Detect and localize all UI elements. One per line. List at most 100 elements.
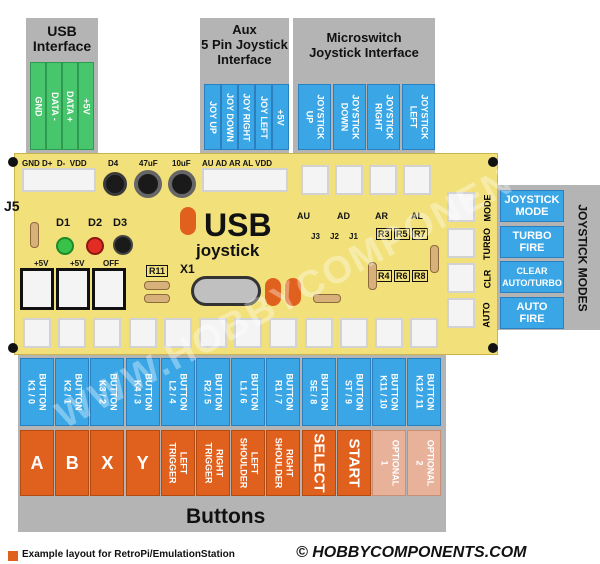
side-label-3: AUTO: [478, 299, 496, 331]
button-pin-9-text: BUTTON ST / 9: [343, 373, 365, 411]
button-map-4-text: LEFT TRIGGER: [167, 442, 189, 484]
c47-label: 47uF: [139, 159, 158, 168]
usb-pin-0-text: GND: [33, 96, 44, 116]
side-label-1-text: TURBO: [482, 227, 492, 260]
button-map-1-text: B: [65, 453, 79, 473]
au-label: AU: [297, 211, 310, 221]
r8-label: R8: [412, 270, 428, 282]
micro-connector-left: [403, 165, 431, 195]
button-pin-0-text: BUTTON K1 / 0: [27, 373, 48, 411]
resistor-right-1: [368, 262, 377, 290]
d3-label: D3: [113, 217, 128, 229]
aux-header-label: AU AD AR AL VDD: [202, 159, 273, 168]
joystick-modes-header: JOYSTICK MODES: [576, 203, 591, 312]
aux-pin-3: JOY LEFT: [255, 84, 272, 150]
button-connector-0: [23, 318, 51, 348]
micro-pin-1: JOYSTICK DOWN: [332, 84, 366, 150]
resistor-r11-a: [144, 281, 170, 290]
resistor-r11-b: [144, 294, 170, 303]
resistor-right-2: [430, 245, 439, 273]
usb-pin-2: DATA +: [62, 62, 78, 150]
aux-interface-header: Aux 5 Pin Joystick Interface: [201, 22, 288, 67]
legend-swatch: [8, 551, 18, 561]
mount-hole-tl: [8, 157, 18, 167]
usb-header-label: GND D+ D- VDD: [22, 159, 87, 168]
aux-pin-0: JOY UP: [204, 84, 221, 150]
button-map-3: Y: [125, 430, 160, 496]
side-label-3-text: AUTO: [482, 301, 492, 328]
d2-label: D2: [88, 217, 103, 229]
r11-label: R11: [146, 265, 169, 277]
capacitor-47uf: [134, 170, 162, 198]
usb-connector: [22, 168, 96, 192]
button-map-9-text: START: [345, 438, 363, 488]
button-map-0-text: A: [30, 453, 44, 473]
brand-text: © HOBBYCOMPONENTS.COM: [296, 544, 527, 561]
micro-pin-2: JOYSTICK RIGHT: [367, 84, 400, 150]
button-connector-8: [304, 318, 333, 348]
p5v-label-1: +5V: [34, 259, 49, 268]
mode-box-2: CLEAR AUTO/TURBO: [500, 261, 564, 293]
button-map-5-text: RIGHT TRIGGER: [203, 442, 225, 484]
mode-connector-3: [447, 263, 475, 293]
ad-label: AD: [337, 211, 350, 221]
resistor-top-1: [180, 207, 196, 235]
micro-pin-0-text: JOYSTICK UP: [304, 94, 326, 140]
button-connector-10: [375, 318, 403, 348]
button-connector-11: [410, 318, 439, 348]
micro-pin-3-text: JOYSTICK LEFT: [408, 94, 430, 140]
al-label: AL: [411, 211, 423, 221]
button-connector-5: [199, 318, 227, 348]
mount-hole-br: [488, 343, 498, 353]
button-pin-4: BUTTON L2 / 4: [160, 358, 195, 426]
button-map-7-text: RIGHT SHOULDER: [273, 437, 295, 489]
button-pin-9: BUTTON ST / 9: [336, 358, 371, 426]
mode-connector-2: [447, 228, 475, 258]
micro-connector-down: [335, 165, 363, 195]
button-connector-6: [234, 318, 263, 348]
d1-label: D1: [56, 217, 71, 229]
usb-pin-1-text: DATA -: [49, 91, 60, 121]
button-map-3-text: Y: [136, 453, 149, 473]
diode-d3: [113, 235, 133, 255]
button-pin-11: BUTTON K12 / 11: [407, 358, 442, 426]
button-pin-2: BUTTON K3 / 2: [90, 358, 125, 426]
button-map-2-text: X: [101, 453, 114, 473]
button-pin-5: BUTTON R2 / 5: [196, 358, 230, 426]
p5v-label-2: +5V: [70, 259, 85, 268]
aux-pin-1-text: JOY DOWN: [225, 92, 235, 142]
button-map-7: RIGHT SHOULDER: [266, 430, 301, 496]
resistor-mid: [313, 294, 341, 303]
button-map-0: A: [20, 430, 54, 496]
button-map-10-text: OPTIONAL 1: [379, 439, 400, 487]
ar-label: AR: [375, 211, 388, 221]
j2-label: J2: [330, 232, 339, 241]
button-pin-8-text: BUTTON SE / 8: [308, 373, 330, 411]
joystick-modes-header-wrap: JOYSTICK MODES: [566, 185, 600, 330]
jumper-2: [56, 268, 90, 310]
button-map-8-text: SELECT: [310, 433, 328, 493]
j3-label: J3: [311, 232, 320, 241]
mount-hole-bl: [8, 343, 18, 353]
micro-pin-0: JOYSTICK UP: [298, 84, 331, 150]
aux-pin-0-text: JOY UP: [208, 100, 219, 134]
button-pin-10: BUTTON K11 / 10: [372, 358, 406, 426]
button-pin-6-text: BUTTON L1 / 6: [238, 373, 260, 411]
button-map-10: OPTIONAL 1: [372, 430, 406, 496]
capacitor-small-2: [285, 278, 301, 306]
button-connector-3: [128, 318, 157, 348]
button-pin-1: BUTTON K2 / 1: [55, 358, 90, 426]
usb-pin-3-text: +5V: [81, 97, 92, 115]
button-map-5: RIGHT TRIGGER: [196, 430, 230, 496]
usb-interface-header: USB Interface: [32, 23, 92, 54]
x1-label: X1: [180, 262, 195, 276]
buttons-header: Buttons: [186, 505, 266, 528]
diode-d4: [103, 172, 127, 196]
crystal-x1: [191, 276, 261, 306]
button-pin-3: BUTTON K4 / 3: [125, 358, 160, 426]
microswitch-interface-header: Microswitch Joystick Interface: [309, 30, 419, 60]
aux-pin-1: JOY DOWN: [221, 84, 238, 150]
button-connector-7: [269, 318, 298, 348]
button-map-6: LEFT SHOULDER: [231, 430, 266, 496]
